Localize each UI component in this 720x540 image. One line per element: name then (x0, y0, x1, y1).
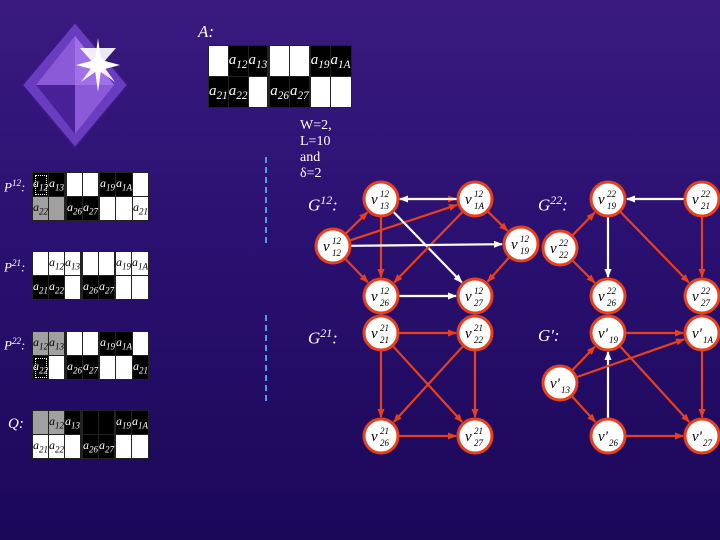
graph-edge-p19-p27 (619, 346, 689, 422)
graph-node-subscript: 26 (380, 298, 390, 308)
graph-node-subscript: 12 (332, 248, 342, 258)
graph-node-subscript: 21 (701, 201, 710, 211)
graph-node-Gp-p19: v'19 (591, 316, 625, 350)
graph-node-G22-m22: v22 22 (543, 231, 577, 265)
graph-node-superscript: 22 (701, 189, 711, 199)
graph-node-superscript: 12 (520, 234, 530, 244)
graph-node-subscript: 27 (474, 298, 484, 308)
graph-node-label: v' (692, 326, 703, 342)
graph-node-subscript: 27 (703, 438, 713, 448)
graph-node-G21-k22: v21 22 (458, 316, 492, 350)
graph-node-label: v' (598, 326, 609, 342)
graph-node-superscript: 21 (380, 426, 389, 436)
graph-node-superscript: 22 (607, 189, 617, 199)
graph-node-superscript: 12 (380, 286, 390, 296)
graph-edge-m19-m27 (620, 211, 689, 282)
graph-node-G12-n27: v12 27 (458, 279, 492, 313)
graph-node-Gp-p13: v'13 (543, 366, 577, 400)
graph-edge-n12-n19 (350, 244, 502, 246)
graph-edge-p13-p1A (576, 339, 684, 377)
graph-edge-p13-p19 (572, 347, 595, 371)
graph-edge-m22-m26 (572, 260, 595, 283)
graph-node-label: v (371, 429, 378, 445)
graph-edge-m22-m19 (572, 213, 595, 236)
graph-node-superscript: 22 (701, 286, 711, 296)
graph-node-label: v' (692, 429, 703, 445)
graph-node-label: v (371, 289, 378, 305)
graph-node-superscript: 12 (332, 236, 342, 246)
graph-node-label: v (465, 289, 472, 305)
graph-node-G12-n12: v12 12 (316, 229, 350, 263)
graph-node-circle (591, 316, 625, 350)
graph-node-label: v (465, 326, 472, 342)
graph-node-label: v (598, 289, 605, 305)
graph-node-label: v (598, 192, 605, 208)
graph-node-superscript: 21 (474, 426, 483, 436)
graph-node-subscript: 27 (474, 438, 484, 448)
graph-node-subscript: 1A (703, 335, 714, 345)
graph-node-subscript: 26 (607, 298, 617, 308)
graph-edge-n19-n27 (488, 257, 510, 282)
graph-node-label: v' (550, 376, 561, 392)
graph-node-label: v (465, 429, 472, 445)
graph-node-superscript: 22 (559, 238, 569, 248)
graph-node-subscript: 19 (607, 201, 617, 211)
graph-node-superscript: 22 (607, 286, 617, 296)
graph-edge-n12-n26 (345, 258, 368, 282)
graph-node-superscript: 12 (380, 189, 390, 199)
graph-node-label: v (692, 192, 699, 208)
graph-node-subscript: 22 (474, 335, 484, 345)
graph-node-circle (685, 316, 719, 350)
graph-node-label: v (511, 237, 518, 253)
graph-node-Gp-p26: v'26 (591, 419, 625, 453)
graph-node-superscript: 21 (380, 323, 389, 333)
graph-node-circle (591, 419, 625, 453)
graph-node-label: v (692, 289, 699, 305)
graph-node-circle (685, 419, 719, 453)
graph-node-label: v (371, 192, 378, 208)
graph-node-label: v (465, 192, 472, 208)
graph-node-label: v (323, 239, 330, 255)
graph-node-subscript: 13 (561, 385, 571, 395)
graph-node-subscript: 19 (520, 246, 530, 256)
graph-node-circle (543, 366, 577, 400)
graph-edge-n1A-n19 (487, 211, 507, 231)
graph-node-superscript: 12 (474, 286, 484, 296)
graph-node-subscript: 26 (380, 438, 390, 448)
graph-node-subscript: 22 (559, 250, 569, 260)
graph-node-subscript: 19 (609, 335, 619, 345)
graph-node-superscript: 12 (474, 189, 484, 199)
graph-node-superscript: 21 (474, 323, 483, 333)
graph-node-label: v (371, 326, 378, 342)
graph-node-Gp-p27: v'27 (685, 419, 719, 453)
graph-node-subscript: 13 (380, 201, 390, 211)
graph-edge-n12-n13 (345, 212, 367, 234)
graph-node-Gp-p1A: v'1A (685, 316, 719, 350)
graph-node-subscript: 1A (474, 201, 485, 211)
graph-node-G22-m27: v22 27 (685, 279, 719, 313)
graph-node-subscript: 26 (609, 438, 619, 448)
graph-node-subscript: 21 (380, 335, 389, 345)
graph-edge-p13-p26 (571, 396, 595, 422)
graph-node-subscript: 27 (701, 298, 711, 308)
graph-node-label: v (550, 241, 557, 257)
graph-node-label: v' (598, 429, 609, 445)
